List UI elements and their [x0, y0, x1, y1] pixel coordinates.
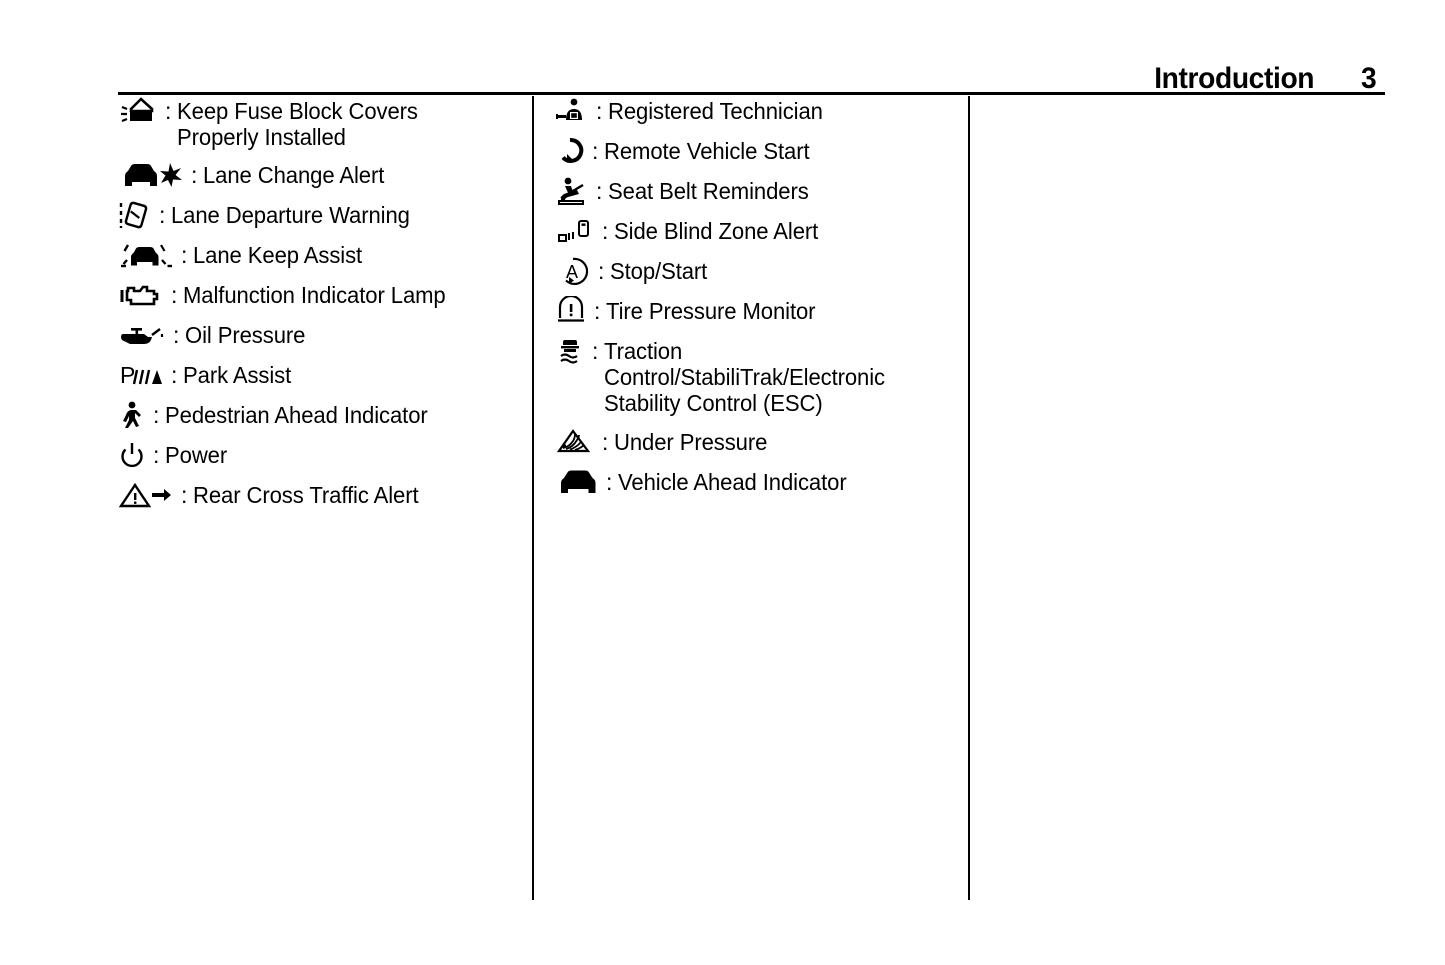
- legend-column-left: : Keep Fuse Block Covers Properly Instal…: [118, 96, 518, 520]
- legend-label: Oil Pressure: [185, 322, 306, 349]
- colon-separator: :: [594, 298, 601, 324]
- colon-separator: :: [191, 162, 198, 189]
- park-assist-icon: P: [118, 360, 164, 390]
- colon-separator: :: [592, 138, 599, 164]
- pedestrian-ahead-indicator-icon: [118, 400, 146, 430]
- colon-separator: :: [598, 258, 605, 284]
- page-number: 3: [1361, 62, 1377, 95]
- legend-item: P : Park Assist: [118, 360, 518, 390]
- legend-label: Lane Keep Assist: [193, 242, 363, 269]
- legend-item: : Traction Control/StabiliTrak/Electroni…: [555, 336, 955, 417]
- colon-separator: :: [606, 468, 613, 495]
- colon-separator: :: [181, 242, 188, 269]
- legend-column-middle: : Registered Technician : Remote Vehicle…: [555, 96, 955, 507]
- under-pressure-icon: [555, 427, 595, 457]
- column-divider-2: [968, 96, 970, 900]
- legend-item: : Registered Technician: [555, 96, 955, 126]
- colon-separator: :: [171, 362, 178, 389]
- legend-item: : Lane Change Alert: [118, 160, 518, 190]
- colon-separator: :: [592, 338, 599, 364]
- oil-pressure-icon: [118, 320, 166, 350]
- colon-separator: :: [159, 202, 166, 229]
- power-icon: [118, 440, 146, 470]
- colon-separator: :: [165, 98, 172, 124]
- legend-label: Vehicle Ahead Indicator: [618, 468, 847, 495]
- legend-label: Stop/Start: [610, 258, 708, 284]
- side-blind-zone-alert-icon: [555, 216, 595, 246]
- colon-separator: :: [153, 402, 160, 429]
- vehicle-ahead-indicator-icon: [555, 467, 599, 497]
- colon-separator: :: [153, 442, 160, 469]
- column-divider-1: [532, 96, 534, 900]
- colon-separator: :: [181, 482, 188, 509]
- malfunction-indicator-lamp-icon: [118, 280, 164, 310]
- legend-label: Rear Cross Traffic Alert: [193, 482, 419, 509]
- page-title: Introduction: [1154, 62, 1315, 95]
- seat-belt-reminders-icon: [555, 176, 589, 206]
- colon-separator: :: [173, 322, 180, 349]
- legend-label: Remote Vehicle Start: [604, 138, 810, 164]
- legend-item: : Keep Fuse Block Covers Properly Instal…: [118, 96, 518, 150]
- legend-item: : Malfunction Indicator Lamp: [118, 280, 518, 310]
- legend-item: : Vehicle Ahead Indicator: [555, 467, 955, 497]
- lane-departure-warning-icon: [118, 200, 152, 230]
- colon-separator: :: [596, 178, 603, 204]
- legend-item: : Seat Belt Reminders: [555, 176, 955, 206]
- legend-item: : Rear Cross Traffic Alert: [118, 480, 518, 510]
- legend-item: : Remote Vehicle Start: [555, 136, 955, 166]
- legend-item: A : Stop/Start: [555, 256, 955, 286]
- stop-start-icon: A: [555, 256, 591, 286]
- legend-item: : Power: [118, 440, 518, 470]
- legend-label: Traction Control/StabiliTrak/Electronic …: [604, 338, 886, 417]
- legend-label: Registered Technician: [608, 98, 824, 124]
- legend-item: : Tire Pressure Monitor: [555, 296, 955, 326]
- legend-label: Tire Pressure Monitor: [606, 298, 816, 324]
- page-header: Introduction 3: [118, 48, 1385, 94]
- legend-item: : Lane Departure Warning: [118, 200, 518, 230]
- legend-label: Under Pressure: [614, 428, 768, 455]
- legend-item: : Oil Pressure: [118, 320, 518, 350]
- legend-label: Lane Departure Warning: [171, 202, 411, 229]
- svg-text:P: P: [120, 362, 135, 388]
- legend-label: Side Blind Zone Alert: [614, 218, 819, 244]
- svg-text:A: A: [566, 262, 578, 282]
- colon-separator: :: [602, 428, 609, 455]
- colon-separator: :: [596, 98, 603, 124]
- tire-pressure-monitor-icon: [555, 296, 587, 326]
- legend-label: Pedestrian Ahead Indicator: [165, 402, 429, 429]
- lane-change-alert-icon: [118, 160, 184, 190]
- legend-item: : Side Blind Zone Alert: [555, 216, 955, 246]
- remote-vehicle-start-icon: [555, 136, 585, 166]
- legend-label: Park Assist: [183, 362, 292, 389]
- legend-item: : Pedestrian Ahead Indicator: [118, 400, 518, 430]
- legend-label: Malfunction Indicator Lamp: [183, 282, 446, 309]
- legend-item: : Under Pressure: [555, 427, 955, 457]
- rear-cross-traffic-alert-icon: [118, 480, 174, 510]
- colon-separator: :: [171, 282, 178, 309]
- traction-control-icon: [555, 336, 585, 366]
- registered-technician-icon: [555, 96, 589, 126]
- legend-label: Keep Fuse Block Covers Properly Installe…: [177, 98, 419, 151]
- colon-separator: :: [602, 218, 609, 244]
- legend-label: Lane Change Alert: [203, 162, 385, 189]
- fuse-block-cover-icon: [118, 96, 158, 126]
- lane-keep-assist-icon: [118, 240, 174, 270]
- header-rule: [118, 92, 1385, 95]
- legend-item: : Lane Keep Assist: [118, 240, 518, 270]
- legend-label: Power: [165, 442, 228, 469]
- legend-label: Seat Belt Reminders: [608, 178, 810, 204]
